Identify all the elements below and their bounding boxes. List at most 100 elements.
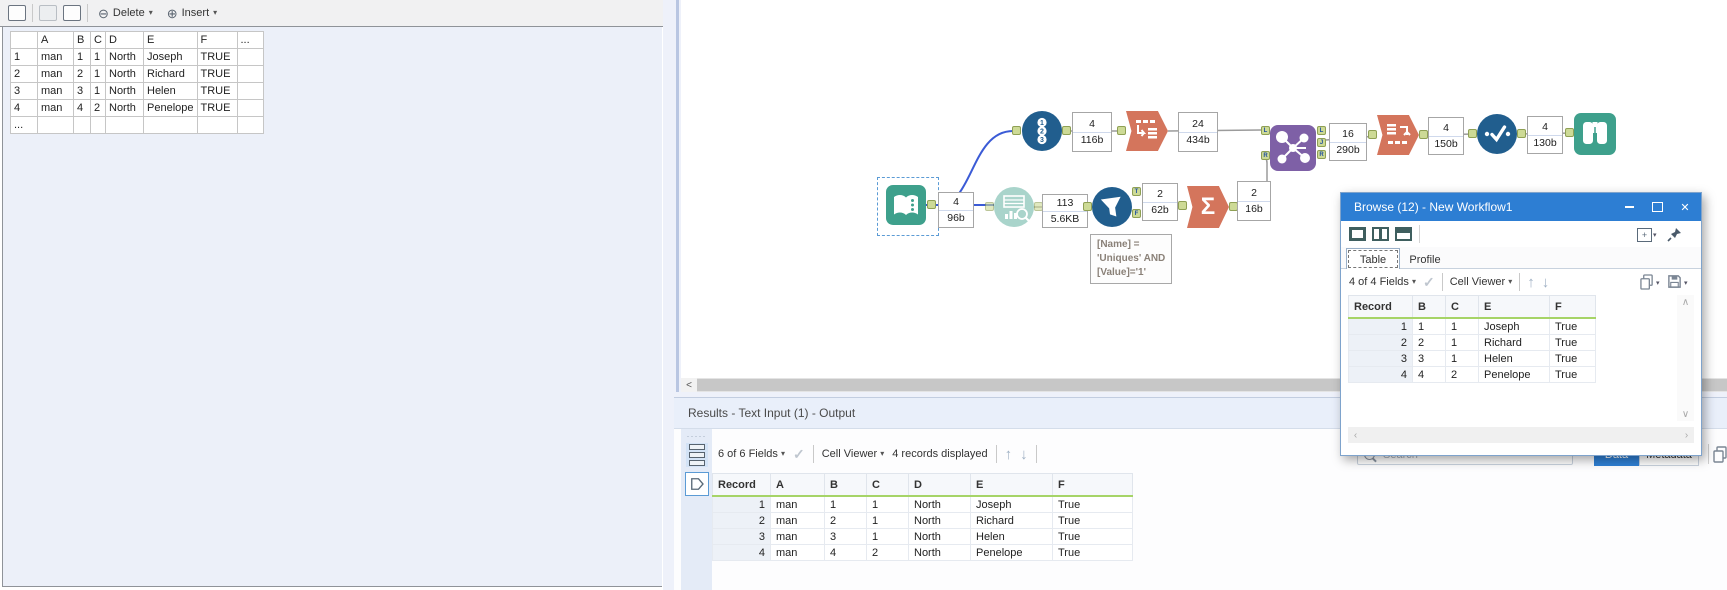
cell[interactable]: Penelope	[143, 99, 198, 117]
col-header[interactable]: Record	[712, 473, 771, 497]
filter-output-anchor-true[interactable]: T	[1132, 187, 1141, 196]
text-input-tool[interactable]	[886, 185, 926, 225]
cell[interactable]: 1	[73, 48, 91, 66]
copy-icon[interactable]	[39, 5, 57, 21]
input-anchor[interactable]	[1178, 201, 1187, 210]
scroll-right-button[interactable]: ›	[1679, 427, 1694, 443]
row-header[interactable]: 1	[10, 48, 38, 66]
output-anchor[interactable]	[927, 200, 936, 209]
cell[interactable]: 2	[90, 99, 106, 117]
scroll-up-button[interactable]: ∧	[1677, 295, 1694, 309]
cell[interactable]: 1	[90, 65, 106, 83]
cell[interactable]: North	[105, 99, 144, 117]
col-header[interactable]: B	[73, 31, 91, 49]
join-input-anchor-right[interactable]: R	[1261, 151, 1270, 160]
split-horizontal-icon[interactable]	[1395, 227, 1412, 241]
filter-output-anchor-false[interactable]: F	[1132, 209, 1141, 218]
prev-record-button[interactable]: ↑	[1004, 445, 1013, 463]
cell[interactable]: man	[37, 82, 74, 100]
browse-window[interactable]: Browse (12) - New Workflow1 ✕ + ▾ Table …	[1340, 192, 1702, 456]
next-record-button[interactable]: ↓	[1541, 273, 1550, 291]
paste-icon[interactable]	[63, 5, 81, 21]
field-summary-tool[interactable]	[994, 187, 1034, 227]
input-anchor[interactable]	[1117, 126, 1126, 135]
filter-tool[interactable]	[1092, 187, 1132, 227]
col-header[interactable]: C	[90, 31, 106, 49]
open-file-icon[interactable]	[8, 5, 26, 21]
cell[interactable]: TRUE	[196, 65, 238, 83]
browse-window-titlebar[interactable]: Browse (12) - New Workflow1	[1341, 193, 1701, 221]
join-output-anchor-l[interactable]: L	[1317, 126, 1326, 135]
cell[interactable]: Joseph	[143, 48, 198, 66]
join-tool[interactable]	[1270, 125, 1316, 171]
col-header[interactable]: B	[824, 473, 867, 497]
transpose-tool[interactable]	[1126, 111, 1168, 151]
cell[interactable]: 4	[73, 99, 91, 117]
output-anchor[interactable]	[1419, 130, 1428, 139]
cell[interactable]	[90, 116, 106, 134]
apply-check-icon[interactable]: ✓	[1423, 273, 1435, 290]
col-header[interactable]: E	[1478, 295, 1550, 319]
cell[interactable]	[236, 116, 264, 134]
output-anchor-icon[interactable]	[685, 472, 709, 496]
cell[interactable]: Richard	[143, 65, 198, 83]
cell-viewer-dropdown[interactable]: Cell Viewer ▾	[822, 448, 885, 460]
single-pane-icon[interactable]	[1349, 227, 1366, 241]
col-header[interactable]: B	[1412, 295, 1446, 319]
scroll-left-button[interactable]: <	[681, 378, 697, 392]
join-output-anchor-j[interactable]: J	[1317, 138, 1326, 147]
cell[interactable]	[236, 82, 264, 100]
col-header[interactable]: C	[866, 473, 909, 497]
cell[interactable]: TRUE	[196, 82, 238, 100]
summarize-tool[interactable]: Σ	[1187, 186, 1229, 228]
cell[interactable]	[73, 116, 91, 134]
input-anchor[interactable]	[985, 202, 994, 211]
scroll-down-button[interactable]: ∨	[1677, 407, 1694, 421]
col-header[interactable]: D	[908, 473, 971, 497]
input-anchor[interactable]	[1565, 128, 1574, 137]
insert-button[interactable]: ⊕ Insert ▾	[163, 7, 221, 20]
pin-icon[interactable]	[1667, 226, 1683, 245]
row-header[interactable]: 2	[10, 65, 38, 83]
col-header[interactable]: ...	[236, 31, 264, 49]
col-header[interactable]: F	[196, 31, 238, 49]
col-header[interactable]: F	[1549, 295, 1596, 319]
row-header[interactable]: 4	[10, 99, 38, 117]
input-anchor[interactable]	[1012, 126, 1021, 135]
select-tool[interactable]	[1477, 114, 1517, 154]
cell[interactable]	[236, 48, 264, 66]
row-header[interactable]: 3	[10, 82, 38, 100]
cell[interactable]	[37, 116, 74, 134]
add-pane-icon[interactable]: +	[1637, 228, 1652, 242]
minimize-button[interactable]	[1615, 193, 1643, 221]
save-icon[interactable]	[1667, 274, 1682, 292]
cell[interactable]: TRUE	[196, 99, 238, 117]
fields-dropdown[interactable]: 6 of 6 Fields ▾	[718, 448, 785, 460]
delete-button[interactable]: ⊖ Delete ▾	[94, 7, 157, 20]
col-header[interactable]: E	[970, 473, 1053, 497]
cell[interactable]: Helen	[143, 82, 198, 100]
cell[interactable]: North	[105, 82, 144, 100]
join-output-anchor-r[interactable]: R	[1317, 150, 1326, 159]
join-input-anchor-left[interactable]: L	[1261, 126, 1270, 135]
scroll-left-button[interactable]: ‹	[1348, 427, 1363, 443]
grip-dots-icon[interactable]: ·····	[686, 431, 707, 441]
filter-annotation[interactable]: [Name] = 'Uniques' AND [Value]='1'	[1090, 234, 1173, 284]
cell[interactable]: North	[105, 65, 144, 83]
cell[interactable]: North	[105, 48, 144, 66]
browse-hscrollbar[interactable]: ‹ ›	[1348, 427, 1694, 443]
prev-record-button[interactable]: ↑	[1527, 273, 1535, 291]
fields-dropdown[interactable]: 4 of 4 Fields ▾	[1349, 276, 1416, 288]
cell[interactable]: man	[37, 48, 74, 66]
cell[interactable]: 2	[73, 65, 91, 83]
input-anchor[interactable]	[1083, 202, 1092, 211]
cell[interactable]: man	[37, 99, 74, 117]
cell[interactable]: man	[37, 65, 74, 83]
tab-profile[interactable]: Profile	[1401, 250, 1449, 269]
tab-table[interactable]: Table	[1346, 248, 1400, 270]
browse-vscrollbar[interactable]: ∧ ∨	[1677, 295, 1694, 421]
cell[interactable]: 1	[90, 48, 106, 66]
cell-viewer-dropdown[interactable]: Cell Viewer ▾	[1450, 276, 1513, 288]
col-header[interactable]: C	[1445, 295, 1479, 319]
cell[interactable]	[196, 116, 238, 134]
